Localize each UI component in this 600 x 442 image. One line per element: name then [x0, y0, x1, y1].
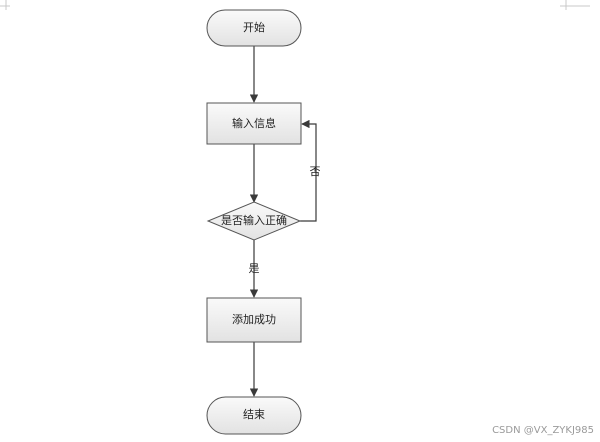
add-success-node-shape: [206, 297, 302, 343]
input-info-node-label: 输入信息: [232, 116, 276, 130]
edge-label-no: 否: [310, 165, 321, 178]
input-info-node: 输入信息: [206, 102, 302, 145]
add-success-node-label: 添加成功: [232, 312, 276, 326]
csdn-watermark: CSDN @VX_ZYKJ985: [492, 425, 594, 436]
page-corner-marks: [0, 0, 590, 10]
start-node-shape: [206, 9, 302, 47]
edge-check-no-loop: [300, 119, 317, 222]
end-node-label: 结束: [243, 408, 265, 421]
input-info-node-shape: [206, 102, 302, 145]
flowchart-edges: [249, 46, 317, 397]
end-node-shape: [206, 396, 302, 435]
check-input-decision: 是否输入正确: [206, 201, 302, 241]
end-node: 结束: [206, 396, 302, 435]
start-node: 开始: [206, 9, 302, 47]
check-input-decision-label: 是否输入正确: [221, 213, 287, 227]
check-input-decision-shape: [206, 201, 302, 241]
edge-label-yes: 是: [249, 262, 260, 275]
start-node-label: 开始: [243, 20, 265, 34]
add-success-node: 添加成功: [206, 297, 302, 343]
